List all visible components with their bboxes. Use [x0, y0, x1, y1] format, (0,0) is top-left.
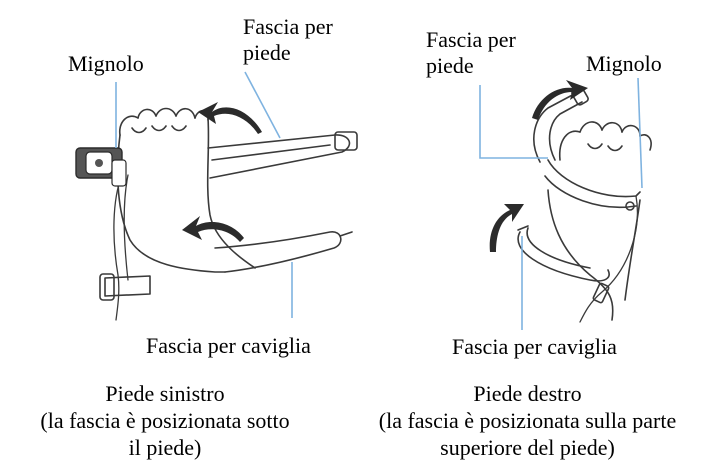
left-caption-title: Piede sinistro: [0, 380, 330, 407]
left-caption-line2: (la fascia è posizionata sotto: [0, 407, 330, 434]
right-foot-illustration: [518, 86, 651, 322]
left-foot-illustration: [100, 109, 357, 321]
left-caption: Piede sinistro (la fascia è posizionata …: [0, 380, 330, 461]
left-sensor-clip: [76, 148, 126, 186]
left-pinky-label: Mignolo: [68, 52, 144, 76]
left-caption-line3: il piede): [0, 434, 330, 461]
right-foot-strap-label-line1: Fascia per: [426, 28, 516, 52]
right-foot-strap-label-line2: piede: [426, 54, 474, 78]
left-foot-strap-label-line1: Fascia per: [243, 15, 333, 39]
right-ankle-strap-label: Fascia per caviglia: [452, 335, 617, 359]
right-arrows: [490, 80, 588, 252]
right-caption-title: Piede destro: [345, 380, 710, 407]
left-leader-lines: [116, 72, 292, 318]
right-caption: Piede destro (la fascia è posizionata su…: [345, 380, 710, 461]
left-foot-strap-label-line2: piede: [243, 41, 291, 65]
right-caption-line3: superiore del piede): [345, 434, 710, 461]
left-ankle-strap-label: Fascia per caviglia: [146, 334, 311, 358]
right-caption-line2: (la fascia è posizionata sulla parte: [345, 407, 710, 434]
left-arrows: [182, 102, 262, 242]
right-pinky-label: Mignolo: [586, 52, 662, 76]
